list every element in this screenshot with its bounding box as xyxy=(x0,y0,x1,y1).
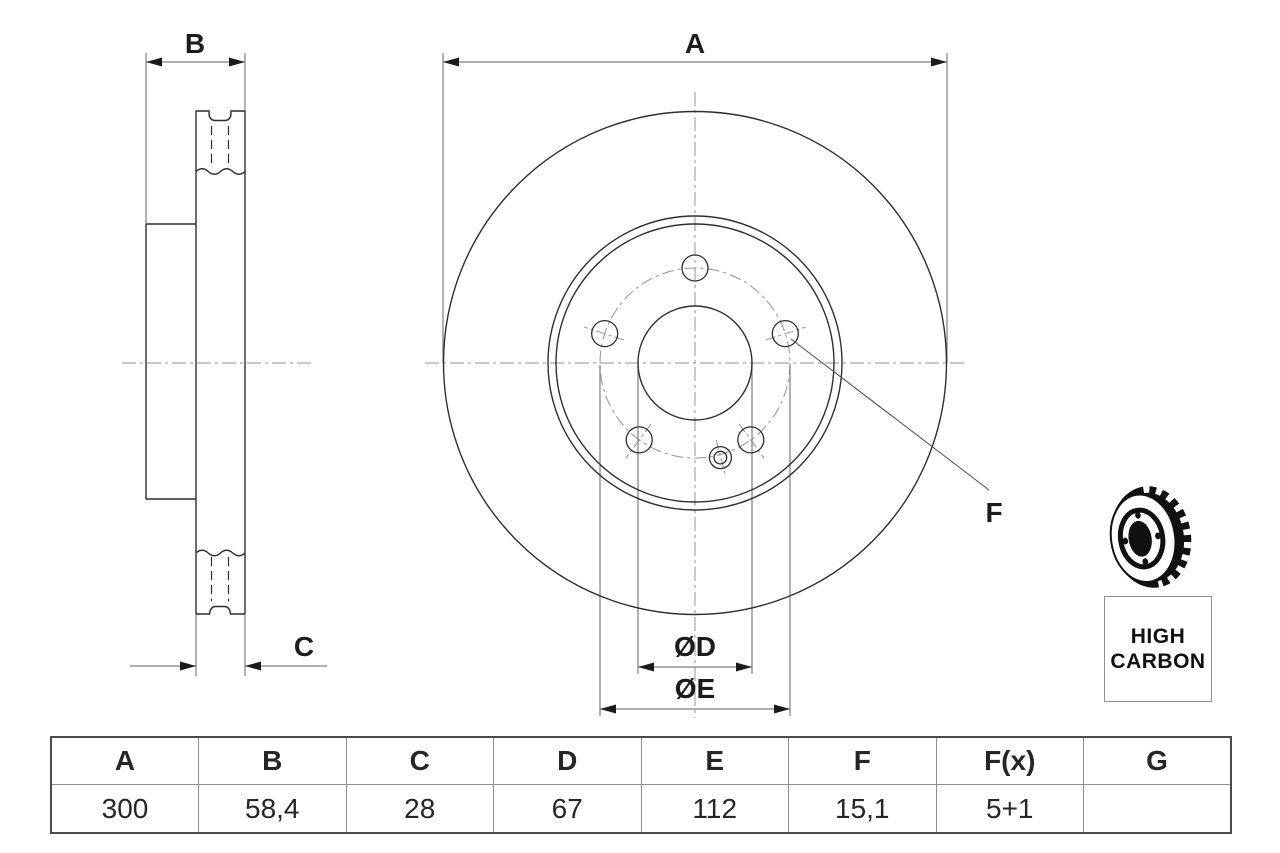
vent-channel-hidden-lines xyxy=(210,126,230,601)
side-view: B C xyxy=(122,28,327,676)
badge-text-high: HIGH xyxy=(1130,625,1186,648)
high-carbon-badge: HIGH CARBON xyxy=(1104,480,1214,706)
f-leader-line xyxy=(790,338,990,491)
dimension-label-c: C xyxy=(294,631,314,662)
side-view-dimension-lines xyxy=(130,53,327,676)
value-d: 67 xyxy=(493,784,642,834)
header-f: F xyxy=(788,736,937,785)
bolt-circle xyxy=(599,267,791,459)
hub-hat-circle-outer xyxy=(547,215,843,511)
locating-pin-hole-outer xyxy=(708,445,733,470)
header-g: G xyxy=(1083,736,1232,785)
header-fx: F(x) xyxy=(935,736,1084,785)
table-header-row: A B C D E F F(x) G xyxy=(50,736,1232,785)
value-fx: 5+1 xyxy=(935,784,1084,834)
header-a: A xyxy=(50,736,199,785)
dimension-label-f: F xyxy=(985,497,1002,528)
side-view-outline xyxy=(145,110,246,615)
dimension-spec-table: A B C D E F F(x) G 300 58,4 28 67 112 15… xyxy=(50,736,1232,834)
side-view-arrowheads xyxy=(146,57,261,671)
value-c: 28 xyxy=(345,784,494,834)
front-view-dimension-lines xyxy=(442,53,948,716)
locating-pin-hole-inner xyxy=(713,450,728,465)
bolt-holes xyxy=(591,254,799,470)
dimension-label-diameter-e: ØE xyxy=(675,673,715,704)
center-bore-circle xyxy=(637,305,753,421)
high-carbon-label-box: HIGH CARBON xyxy=(1104,596,1212,702)
dimension-label-a: A xyxy=(685,28,705,59)
header-d: D xyxy=(493,736,642,785)
value-a: 300 xyxy=(50,784,199,834)
value-e: 112 xyxy=(640,784,789,834)
front-view-centerlines xyxy=(425,92,968,718)
dimension-label-diameter-d: ØD xyxy=(674,631,716,662)
value-b: 58,4 xyxy=(198,784,347,834)
value-f: 15,1 xyxy=(788,784,937,834)
front-view-arrowheads xyxy=(443,57,947,714)
hub-hat-circle-inner xyxy=(555,223,835,503)
header-e: E xyxy=(640,736,789,785)
dimension-label-b: B xyxy=(185,28,205,59)
front-view: A ØD ØE F xyxy=(425,28,1003,718)
header-c: C xyxy=(345,736,494,785)
value-g xyxy=(1083,784,1232,834)
badge-text-carbon: CARBON xyxy=(1110,650,1206,673)
header-b: B xyxy=(198,736,347,785)
table-value-row: 300 58,4 28 67 112 15,1 5+1 xyxy=(50,784,1232,834)
outer-diameter-circle xyxy=(442,110,948,616)
brake-disc-icon xyxy=(1109,484,1193,589)
disc-outline xyxy=(442,110,948,616)
